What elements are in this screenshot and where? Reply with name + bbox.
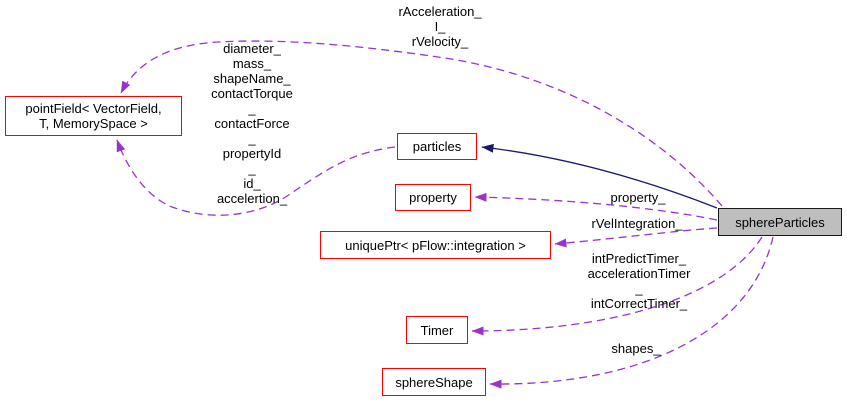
edge-label-particle-fields: diameter_ mass_ shapeName_ contactTorque… — [211, 41, 293, 206]
edge-label-shapes: shapes_ — [611, 341, 661, 356]
edge-sphereparticles-timer — [471, 236, 763, 336]
edge-sphereparticles-uniqueptr — [554, 227, 718, 248]
edge-label-rfields: rAcceleration_ I_ rVelocity_ — [398, 4, 482, 49]
node-particles[interactable]: particles — [397, 133, 477, 160]
edge-sphereparticles-sphereshape — [489, 236, 774, 389]
edge-sphereparticles-particles-inheritance — [481, 143, 718, 209]
node-uniqueptr-integration[interactable]: uniquePtr< pFlow::integration > — [320, 231, 551, 259]
edge-label-property: property_ — [610, 190, 666, 205]
edge-particles-pointfield — [116, 139, 396, 216]
edge-label-timers: intPredictTimer_ accelerationTimer _ int… — [587, 251, 691, 311]
edge-label-rvelintegration: rVelIntegration_ — [591, 216, 683, 231]
node-sphereshape[interactable]: sphereShape — [382, 368, 486, 396]
node-pointfield[interactable]: pointField< VectorField, T, MemorySpace … — [5, 96, 182, 136]
node-timer[interactable]: Timer — [406, 316, 468, 344]
node-sphereparticles-current: sphereParticles — [718, 208, 842, 236]
edge-sphereparticles-property — [474, 192, 718, 221]
node-property[interactable]: property — [395, 184, 471, 211]
edge-sphereparticles-pointfield — [120, 40, 723, 207]
